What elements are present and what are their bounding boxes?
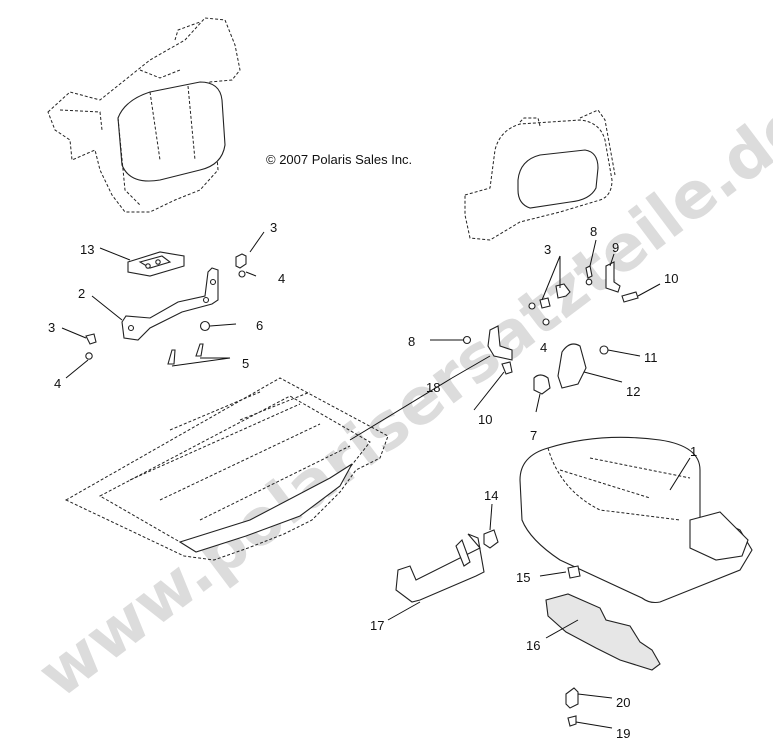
callout-5: 5 [242,356,249,371]
callout-20: 20 [616,695,630,710]
callout-14: 14 [484,488,498,503]
callout-3: 3 [270,220,277,235]
callout-labels: 1 2 3 3 3 4 4 4 5 6 7 8 8 9 10 10 11 12 … [48,220,697,741]
copyright-notice: © 2007 Polaris Sales Inc. [266,152,412,167]
callout-10: 10 [478,412,492,427]
heat-shield-part-16 [545,593,661,671]
backrest-pad [464,109,616,241]
callout-18: 18 [426,380,440,395]
latch-part-13 [127,251,185,277]
support-part-17 [395,533,485,603]
callout-2: 2 [78,286,85,301]
callout-9: 9 [612,240,619,255]
rear-rack-backrest [47,17,241,213]
fasteners-right [462,261,639,413]
callout-13: 13 [80,242,94,257]
callout-19: 19 [616,726,630,741]
callout-4: 4 [54,376,61,391]
callout-17: 17 [370,618,384,633]
callout-10: 10 [664,271,678,286]
watermark: www.polarisersatzteile.de [25,86,773,713]
callout-8: 8 [590,224,597,239]
callout-3: 3 [544,242,551,257]
pins-19-20 [565,687,579,727]
callout-3: 3 [48,320,55,335]
callout-11: 11 [644,350,658,365]
callout-7: 7 [530,428,537,443]
bracket-part-2 [121,267,219,341]
callout-1: 1 [690,444,697,459]
seat-part-1 [519,436,753,604]
callout-4: 4 [278,271,285,286]
fasteners-left [85,253,247,365]
callout-6: 6 [256,318,263,333]
callout-15: 15 [516,570,530,585]
callout-16: 16 [526,638,540,653]
callout-8: 8 [408,334,415,349]
callout-4: 4 [540,340,547,355]
callout-12: 12 [626,384,640,399]
leader-lines [61,231,691,729]
frame [64,377,389,561]
bumper-parts [483,529,581,579]
